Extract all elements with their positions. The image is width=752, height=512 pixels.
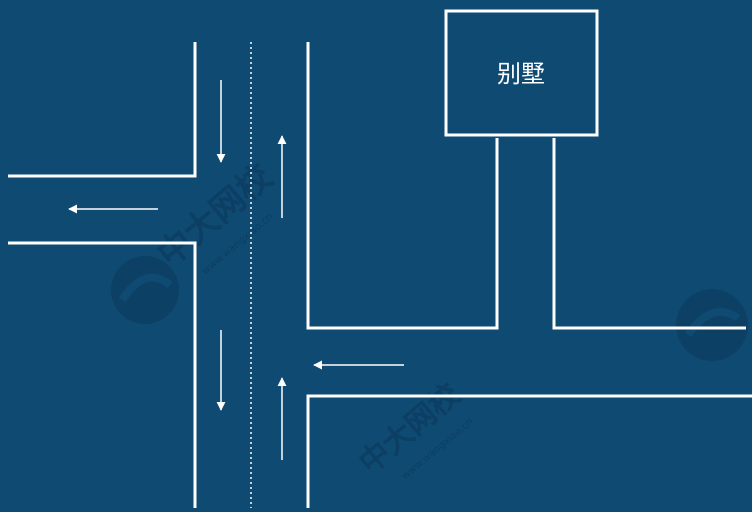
- road-edge-top-left: [8, 42, 197, 178]
- driveway-edge-right: [552, 138, 746, 330]
- villa-label: 别墅: [497, 60, 545, 88]
- villa-building: [444, 9, 599, 137]
- road-edge-bottom-left: [8, 241, 197, 508]
- watermark-logo-right: [676, 289, 748, 361]
- road-edge-right-upper: [306, 42, 499, 330]
- watermark-logo-left: [111, 256, 179, 324]
- road-edges: [8, 42, 752, 508]
- road-edge-right-lower: [306, 394, 752, 508]
- direction-arrows: [68, 80, 404, 460]
